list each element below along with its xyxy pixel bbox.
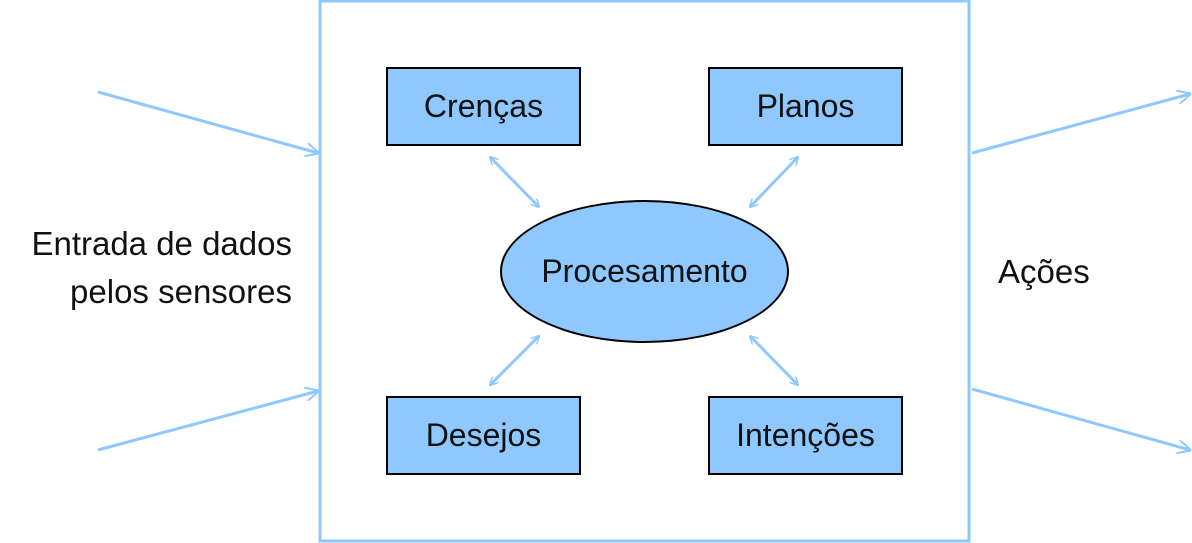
node-intentions-label: Intenções <box>736 417 875 453</box>
arrow-beliefs-processing <box>490 157 539 207</box>
input-label-line-2: pelos sensores <box>70 273 292 310</box>
node-beliefs: Crenças <box>386 67 581 146</box>
arrow-intentions-processing <box>750 336 798 385</box>
node-beliefs-label: Crenças <box>423 88 544 124</box>
processing-label: Procesamento <box>541 253 748 289</box>
input-arrow-top <box>97 90 318 153</box>
arrow-desires-processing <box>490 336 539 385</box>
output-label: Ações <box>998 253 1090 290</box>
node-intentions: Intenções <box>708 396 903 475</box>
output-arrow-top <box>971 94 1190 155</box>
input-label: Entrada de dados pelos sensores <box>0 220 292 316</box>
output-arrow-bottom <box>971 387 1190 450</box>
arrow-plans-processing <box>750 157 798 207</box>
node-plans-label: Planos <box>756 88 855 124</box>
processing-node: Procesamento <box>500 200 789 343</box>
input-arrow-bottom <box>97 391 318 452</box>
node-desires: Desejos <box>386 396 581 475</box>
node-plans: Planos <box>708 67 903 146</box>
agent-frame <box>318 0 971 543</box>
node-desires-label: Desejos <box>425 417 542 453</box>
input-label-line-1: Entrada de dados <box>31 225 292 262</box>
